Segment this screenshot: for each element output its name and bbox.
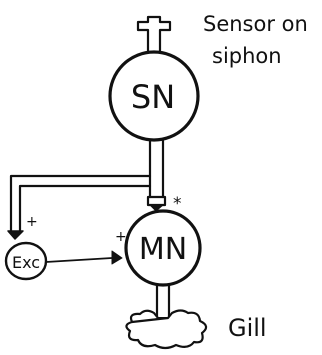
gill-label: Gill bbox=[228, 314, 267, 342]
sn-exc-sign: + bbox=[26, 214, 38, 230]
motor-neuron-label: MN bbox=[139, 232, 187, 267]
gill-tissue bbox=[125, 309, 208, 350]
exc-mn-terminal bbox=[111, 250, 123, 265]
sn-mn-terminal-tip bbox=[149, 204, 164, 212]
exc-mn-sign: + bbox=[115, 229, 127, 245]
sn-mn-sign: * bbox=[173, 194, 182, 214]
motor-axon bbox=[155, 283, 171, 320]
sensory-neuron-label: SN bbox=[131, 78, 175, 116]
branch-to-interneuron bbox=[9, 174, 152, 233]
interneuron-axon bbox=[45, 257, 113, 263]
sn-mn-terminal bbox=[146, 195, 167, 207]
sensory-axon bbox=[148, 138, 165, 199]
sensory-neuron-cell bbox=[108, 50, 200, 142]
receptor-ending bbox=[136, 15, 172, 54]
interneuron-cell bbox=[4, 241, 48, 281]
annotation-line-2: siphon bbox=[212, 44, 282, 68]
motor-neuron-cell bbox=[124, 209, 202, 287]
interneuron-label: Exc bbox=[12, 253, 40, 272]
sn-exc-terminal bbox=[7, 230, 24, 240]
annotation-line-1: Sensor on bbox=[203, 12, 308, 36]
